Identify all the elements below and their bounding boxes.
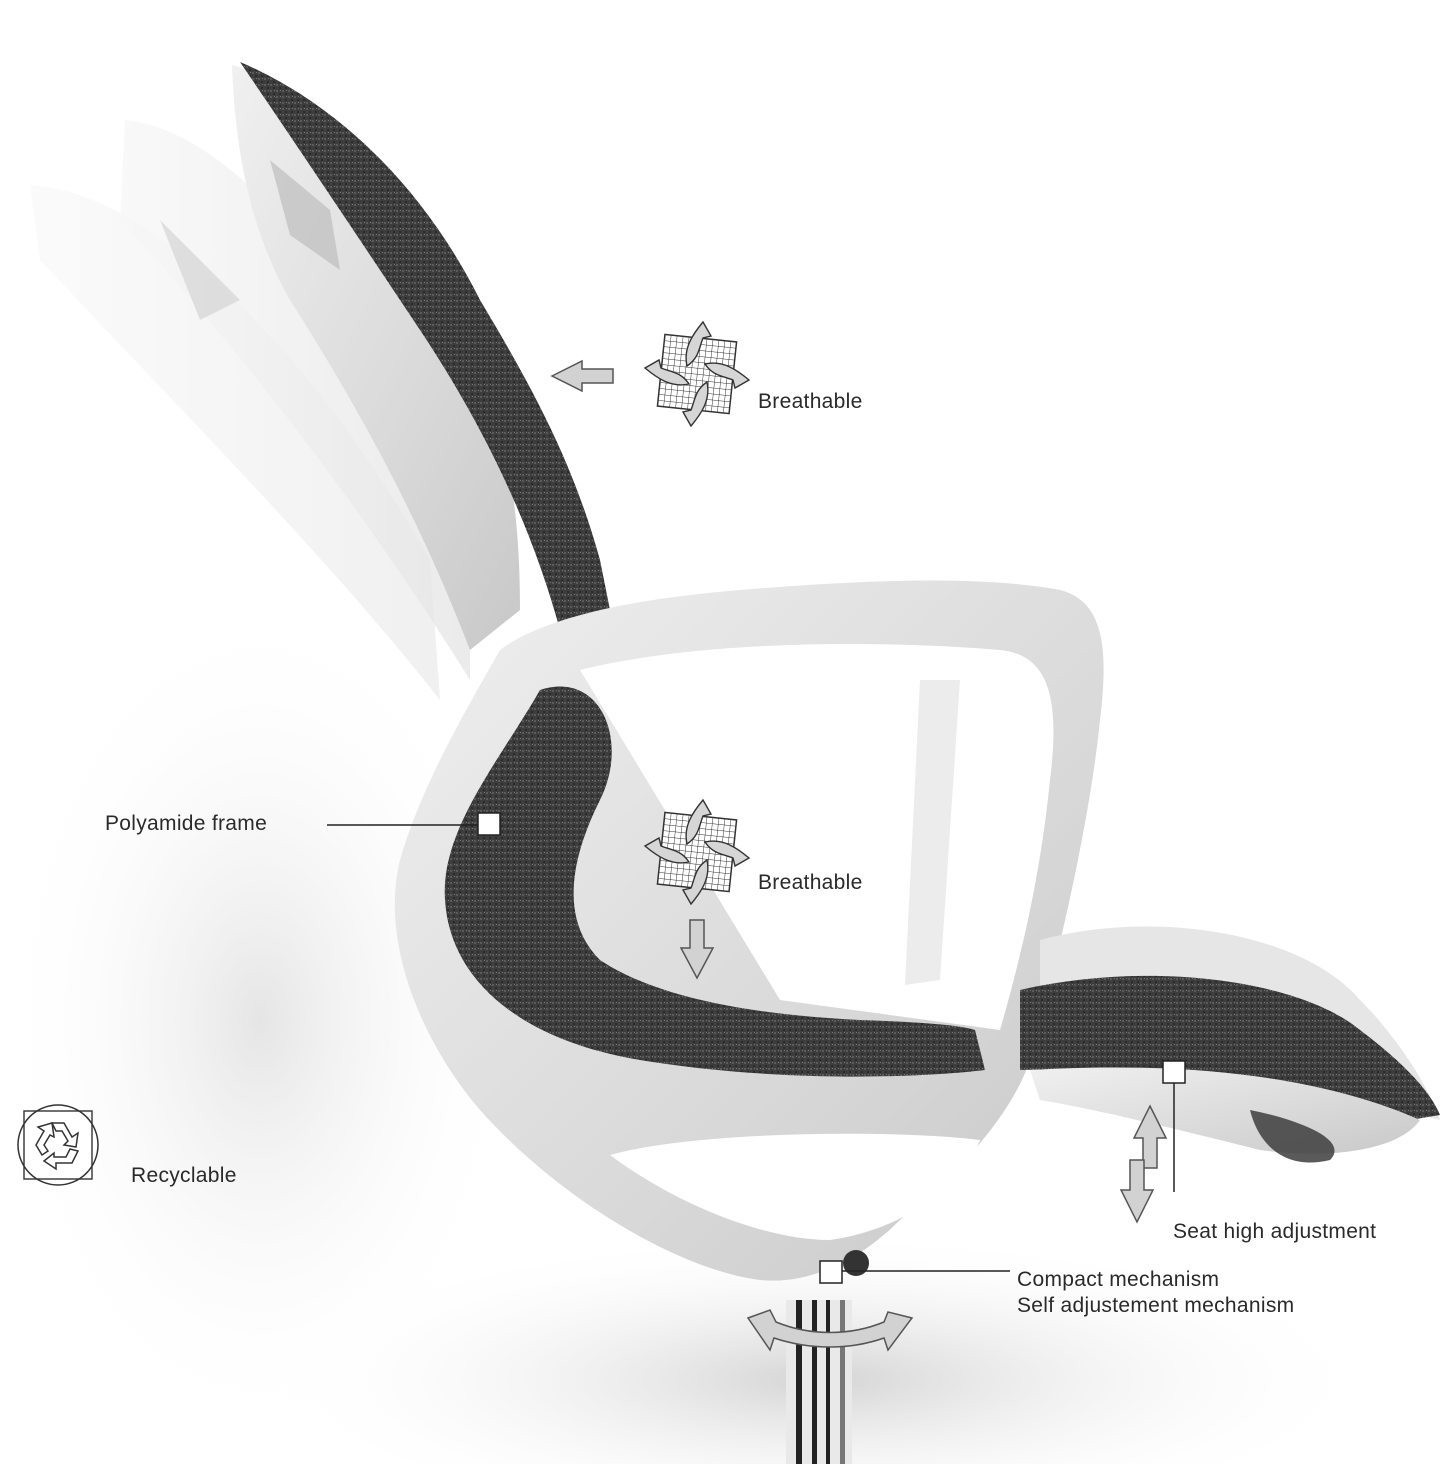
breathable-label-mid: Breathable xyxy=(758,870,863,896)
recyclable-label: Recyclable xyxy=(131,1163,237,1189)
breathable-label-top: Breathable xyxy=(758,389,863,415)
mechanism-label-line1: Compact mechanism xyxy=(1017,1267,1294,1293)
polyamide-frame-label: Polyamide frame xyxy=(105,811,267,837)
mechanism-label: Compact mechanism Self adjustement mecha… xyxy=(1017,1267,1294,1320)
callout-marker-frame xyxy=(478,813,500,835)
recycle-icon xyxy=(18,1105,98,1185)
left-arrow xyxy=(552,361,613,391)
callout-marker-mechanism xyxy=(820,1261,842,1283)
callout-marker-seat xyxy=(1163,1061,1185,1083)
mesh-airflow-icon-top xyxy=(645,322,749,426)
mechanism-label-line2: Self adjustement mechanism xyxy=(1017,1293,1294,1319)
seat-adjustment-label: Seat high adjustment xyxy=(1173,1219,1376,1245)
